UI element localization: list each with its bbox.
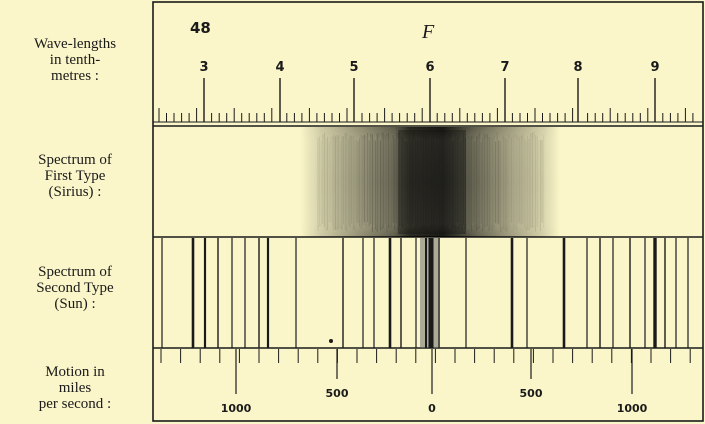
- sun-spectrum: [161, 238, 689, 348]
- motion-label-line-3: per second :: [38, 396, 112, 412]
- second-type-label: Spectrum of Second Type (Sun) :: [0, 264, 150, 312]
- motion-tick-1000-left: 1000: [221, 402, 252, 415]
- sun-absorption-lines: [161, 238, 689, 348]
- motion-label-line-1: Motion in: [45, 364, 105, 380]
- second-type-label-line-3: (Sun) :: [54, 296, 96, 312]
- wavelength-tick-5: 5: [349, 60, 358, 75]
- motion-tick-500-left: 500: [326, 387, 349, 400]
- wavelength-ruler: [158, 78, 694, 122]
- sirius-continuum: [300, 127, 560, 237]
- wavelength-tick-labels: 3 4 5 6 7 8 9: [199, 60, 659, 75]
- motion-label: Motion in miles per second :: [0, 364, 150, 412]
- motion-label-line-2: miles: [58, 380, 92, 396]
- motion-tick-0: 0: [428, 402, 436, 415]
- motion-scale: [160, 349, 691, 394]
- wavelength-label-line-3: metres :: [51, 68, 99, 84]
- wavelength-tick-4: 4: [275, 60, 284, 75]
- row-labels: Wave-lengths in tenth- metres : Spectrum…: [0, 0, 150, 424]
- first-type-label: Spectrum of First Type (Sirius) :: [0, 152, 150, 200]
- second-type-label-line-2: Second Type: [36, 280, 114, 296]
- first-type-label-line-2: First Type: [44, 168, 106, 184]
- second-type-label-line-1: Spectrum of: [38, 264, 112, 280]
- first-type-label-line-1: Spectrum of: [38, 152, 112, 168]
- wavelength-tick-8: 8: [573, 60, 582, 75]
- sirius-streaks: [317, 132, 545, 232]
- motion-tick-labels: 1000 500 0 500 1000: [221, 387, 648, 415]
- sirius-f-band: [398, 130, 466, 234]
- wavelength-label-line-1: Wave-lengths: [33, 36, 117, 52]
- motion-tick-500-right: 500: [520, 387, 543, 400]
- wavelength-tick-3: 3: [199, 60, 208, 75]
- ink-speck: [329, 339, 333, 343]
- f-line-letter: F: [421, 21, 435, 43]
- wavelength-label: Wave-lengths in tenth- metres :: [0, 36, 150, 84]
- motion-tick-1000-right: 1000: [617, 402, 648, 415]
- wavelength-tick-9: 9: [650, 60, 659, 75]
- first-type-label-line-3: (Sirius) :: [48, 184, 102, 200]
- wavelength-tick-7: 7: [500, 60, 509, 75]
- figure-frame: [152, 1, 704, 422]
- wavelength-tick-6: 6: [425, 60, 434, 75]
- sirius-spectrum: [300, 127, 560, 237]
- figure-number: 48: [190, 19, 211, 37]
- wavelength-label-line-2: in tenth-: [49, 52, 101, 68]
